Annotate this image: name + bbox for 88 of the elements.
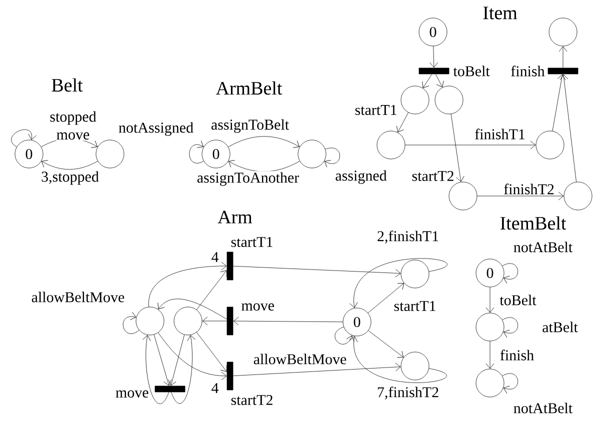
arrow [430,46,438,68]
state-circle [536,130,564,160]
edge-label: 3,stopped [40,170,100,186]
edge-label: startT2 [410,170,456,182]
transition-label: move [116,390,148,398]
state-circle [174,306,202,336]
arrow [154,334,172,386]
state-circle [400,352,430,380]
arrow [558,46,568,68]
arrow [435,74,444,88]
state-circle [564,182,592,210]
state-circle [400,86,430,114]
transition-label: finish [511,66,545,76]
arrow [196,332,227,372]
state-circle [136,306,164,336]
arrow [122,312,140,334]
edge-label: allowBeltMove [30,290,126,304]
arrow [502,317,518,338]
edge-label: startT1 [354,104,398,116]
arrow [422,74,432,88]
automaton-title: Belt [52,78,83,92]
arrow [142,335,170,404]
arrow [233,362,401,376]
edge-label: move [55,131,91,141]
edge-label: 4 [210,382,220,394]
edge-label: finish [498,348,536,362]
edge-label: notAtBelt [512,240,574,254]
edge-label: finishT2 [502,182,556,196]
edge-label: 4 [210,251,220,263]
edge-label: atBelt [541,320,579,334]
arrow [233,316,343,326]
edge-label: toBelt [498,294,538,306]
arrow [189,140,204,164]
arrow [228,136,300,148]
transition-label: toBelt [453,66,490,76]
transition-label: startT1 [231,236,272,248]
automaton-title: Arm [218,210,252,224]
arrow [502,263,518,284]
arrow [170,335,196,404]
arrow [11,129,37,148]
arrow [349,336,447,383]
edge-label: allowBeltMove [252,352,348,366]
automaton-title: Item [483,6,518,20]
state-circle [476,312,504,342]
edge-label: 2,finishT1 [376,230,440,244]
edge-label: assignToAnother [196,171,300,187]
arrow [41,160,98,170]
arrow [552,74,566,132]
arrow [486,287,494,313]
arrow [477,192,564,200]
arrow [368,330,404,358]
arrow [349,258,448,308]
state-circle [96,140,124,168]
edge-label: 7,finishT2 [376,386,440,400]
arrow [450,114,464,182]
arrow [502,373,518,394]
arrow [405,140,536,150]
transition-label: startT2 [231,394,272,406]
state-circle [476,368,504,398]
edge-label: startT1 [392,300,438,312]
arrow [158,298,227,320]
state-circle [448,182,478,210]
arrow [334,326,354,344]
arrow [148,262,227,308]
edge-label: assigned [334,169,388,185]
arrow [324,148,340,168]
arrow [158,332,227,380]
state-circle [298,140,326,168]
edge-label: assignToBelt [210,118,290,134]
state-circle [400,260,430,288]
automaton-title: ItemBelt [500,216,566,230]
arrow [486,341,494,369]
transition-label: move [242,303,274,311]
automaton-title: ArmBelt [216,81,282,95]
arrow [396,112,409,132]
state-circle [434,86,464,114]
edge-label: finishT1 [474,128,526,140]
arrow [168,334,185,386]
state-circle [548,18,578,46]
arrow [202,316,227,326]
arrow [196,270,227,310]
edge-label: notAtBelt [512,402,574,414]
edge-label: stopped [48,110,98,126]
state-circle [376,130,406,160]
edge-label: notAssigned [118,121,194,137]
arrow [233,266,401,278]
arrow [560,74,577,182]
arrow [368,283,404,314]
